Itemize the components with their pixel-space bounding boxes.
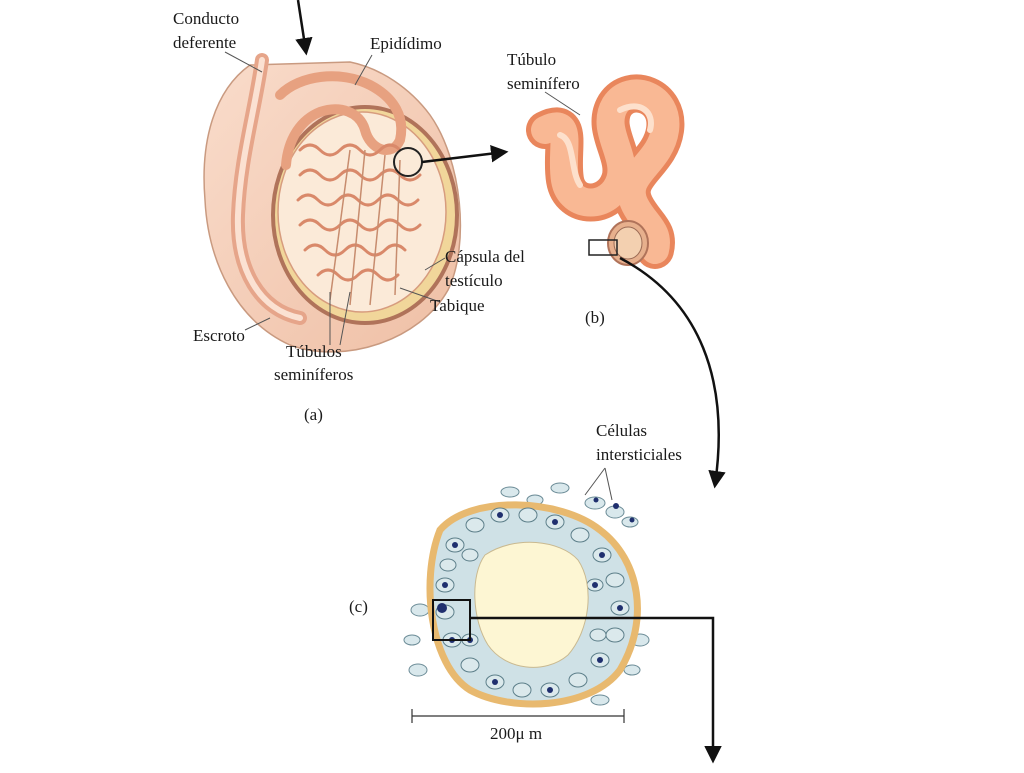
label-tubulo-line2: seminífero [507, 74, 580, 93]
zoom-box-c [432, 599, 471, 641]
label-tabique: Tabique [430, 296, 485, 315]
scale-bar [411, 709, 625, 723]
arrow-c-out [470, 616, 722, 764]
panel-c-cross-section [403, 467, 722, 764]
label-tubulo-line1: Túbulo [507, 50, 557, 69]
label-celulas-line1: Células [596, 421, 647, 440]
label-escroto: Escroto [193, 326, 245, 345]
label-tubulos-line2: seminíferos [274, 365, 354, 384]
panel-label-a: (a) [304, 405, 323, 424]
panel-b-tubule [526, 74, 685, 269]
tubule-lumen [474, 541, 589, 668]
label-scale: 200μ m [490, 724, 543, 743]
germ-cells [435, 507, 630, 698]
label-conducto-line1: Conducto [173, 9, 240, 28]
label-tubulos-line1: Túbulos [286, 342, 342, 361]
label-conducto-line2: deferente [173, 33, 237, 52]
interstitial-cells [403, 482, 650, 706]
panel-label-b: (b) [585, 308, 605, 327]
zoom-box-b [588, 239, 618, 256]
epididymis [275, 71, 407, 170]
label-epididimo: Epidídimo [370, 34, 442, 53]
arrow-b-to-c [619, 256, 726, 489]
panel-label-c: (c) [349, 597, 368, 616]
arrow-a-to-b [421, 144, 509, 164]
label-celulas-line2: intersticiales [596, 445, 682, 464]
label-capsula-line1: Cápsula del [445, 247, 525, 266]
septa [329, 149, 401, 306]
label-capsula-line2: testículo [445, 271, 503, 290]
panel-a-testis [203, 0, 462, 353]
